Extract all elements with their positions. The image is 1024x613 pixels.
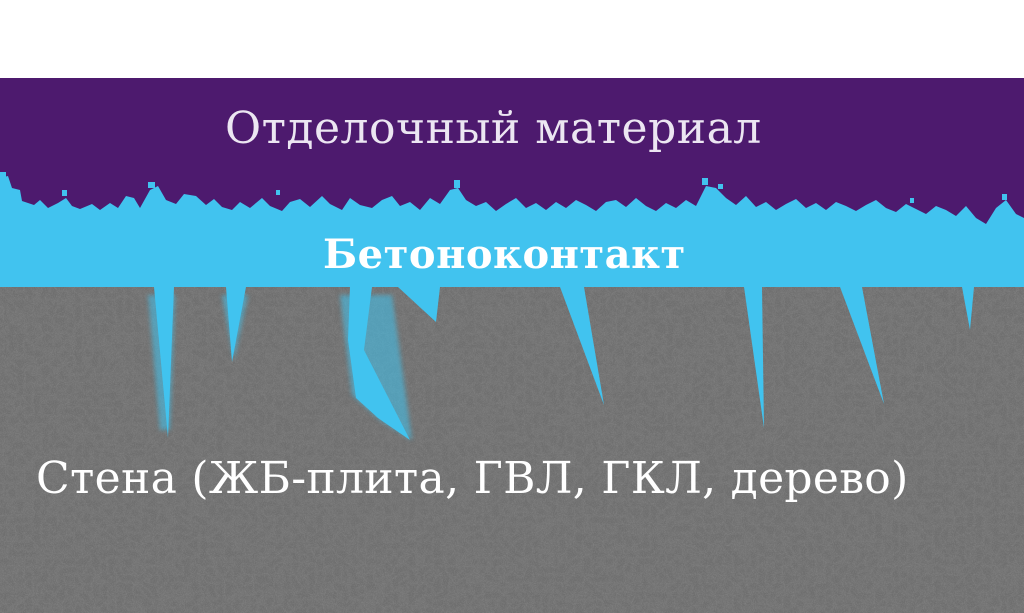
primer-spikes: [148, 287, 974, 440]
wall-layer-label: Стена (ЖБ-плита, ГВЛ, ГКЛ, дерево): [36, 453, 909, 504]
finish-layer-label: Отделочный материал: [225, 103, 762, 154]
primer-layer: [0, 176, 1024, 287]
top-margin: [0, 0, 1024, 78]
primer-layer-label: Бетоноконтакт: [323, 231, 686, 278]
primer-flecks: [0, 172, 1007, 203]
